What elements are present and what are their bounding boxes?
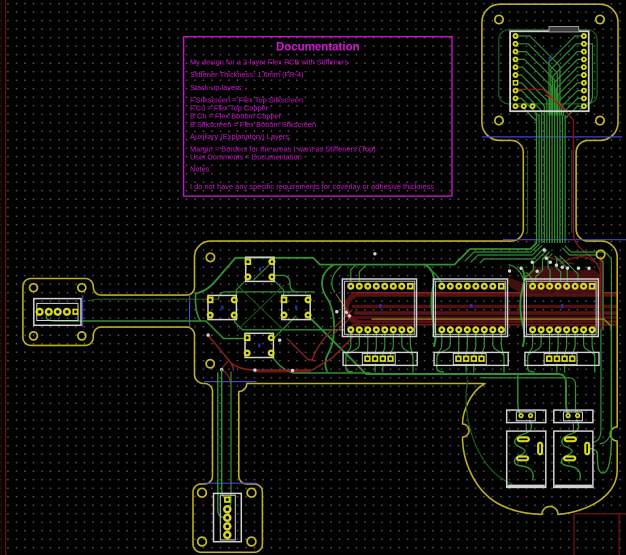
svg-text:Stack-up layers:: Stack-up layers:	[190, 83, 243, 92]
svg-text:F.Silkscreen = Flex Top Silksc: F.Silkscreen = Flex Top Silkscreen	[190, 96, 303, 105]
svg-text:User.Comments = Documentation: User.Comments = Documentation	[190, 153, 302, 162]
svg-text:B.Cu = Flex Bottom Copper: B.Cu = Flex Bottom Copper	[190, 112, 282, 121]
svg-text:I do not have any specific req: I do not have any specific requirements …	[190, 182, 436, 191]
svg-text:F.Cu = Flex Top Copper: F.Cu = Flex Top Copper	[190, 104, 269, 113]
svg-text:Auxiliary (Explanatory) Layers: Auxiliary (Explanatory) Layers:	[190, 132, 291, 141]
svg-text:B.Silkscreen = Flex Bottom Sil: B.Silkscreen = Flex Bottom Silkscreen	[190, 120, 316, 129]
svg-text:Margin = Borders for the areas: Margin = Borders for the areas I want as…	[190, 145, 376, 154]
svg-text:Documentation: Documentation	[276, 42, 360, 54]
svg-text:Stiffener Thickness: 1.6mm (FR: Stiffener Thickness: 1.6mm (FR-4)	[190, 70, 304, 79]
svg-text:My design for a 2-layer Flex P: My design for a 2-layer Flex PCB with St…	[190, 58, 348, 67]
svg-text:Notes:: Notes:	[190, 165, 212, 174]
